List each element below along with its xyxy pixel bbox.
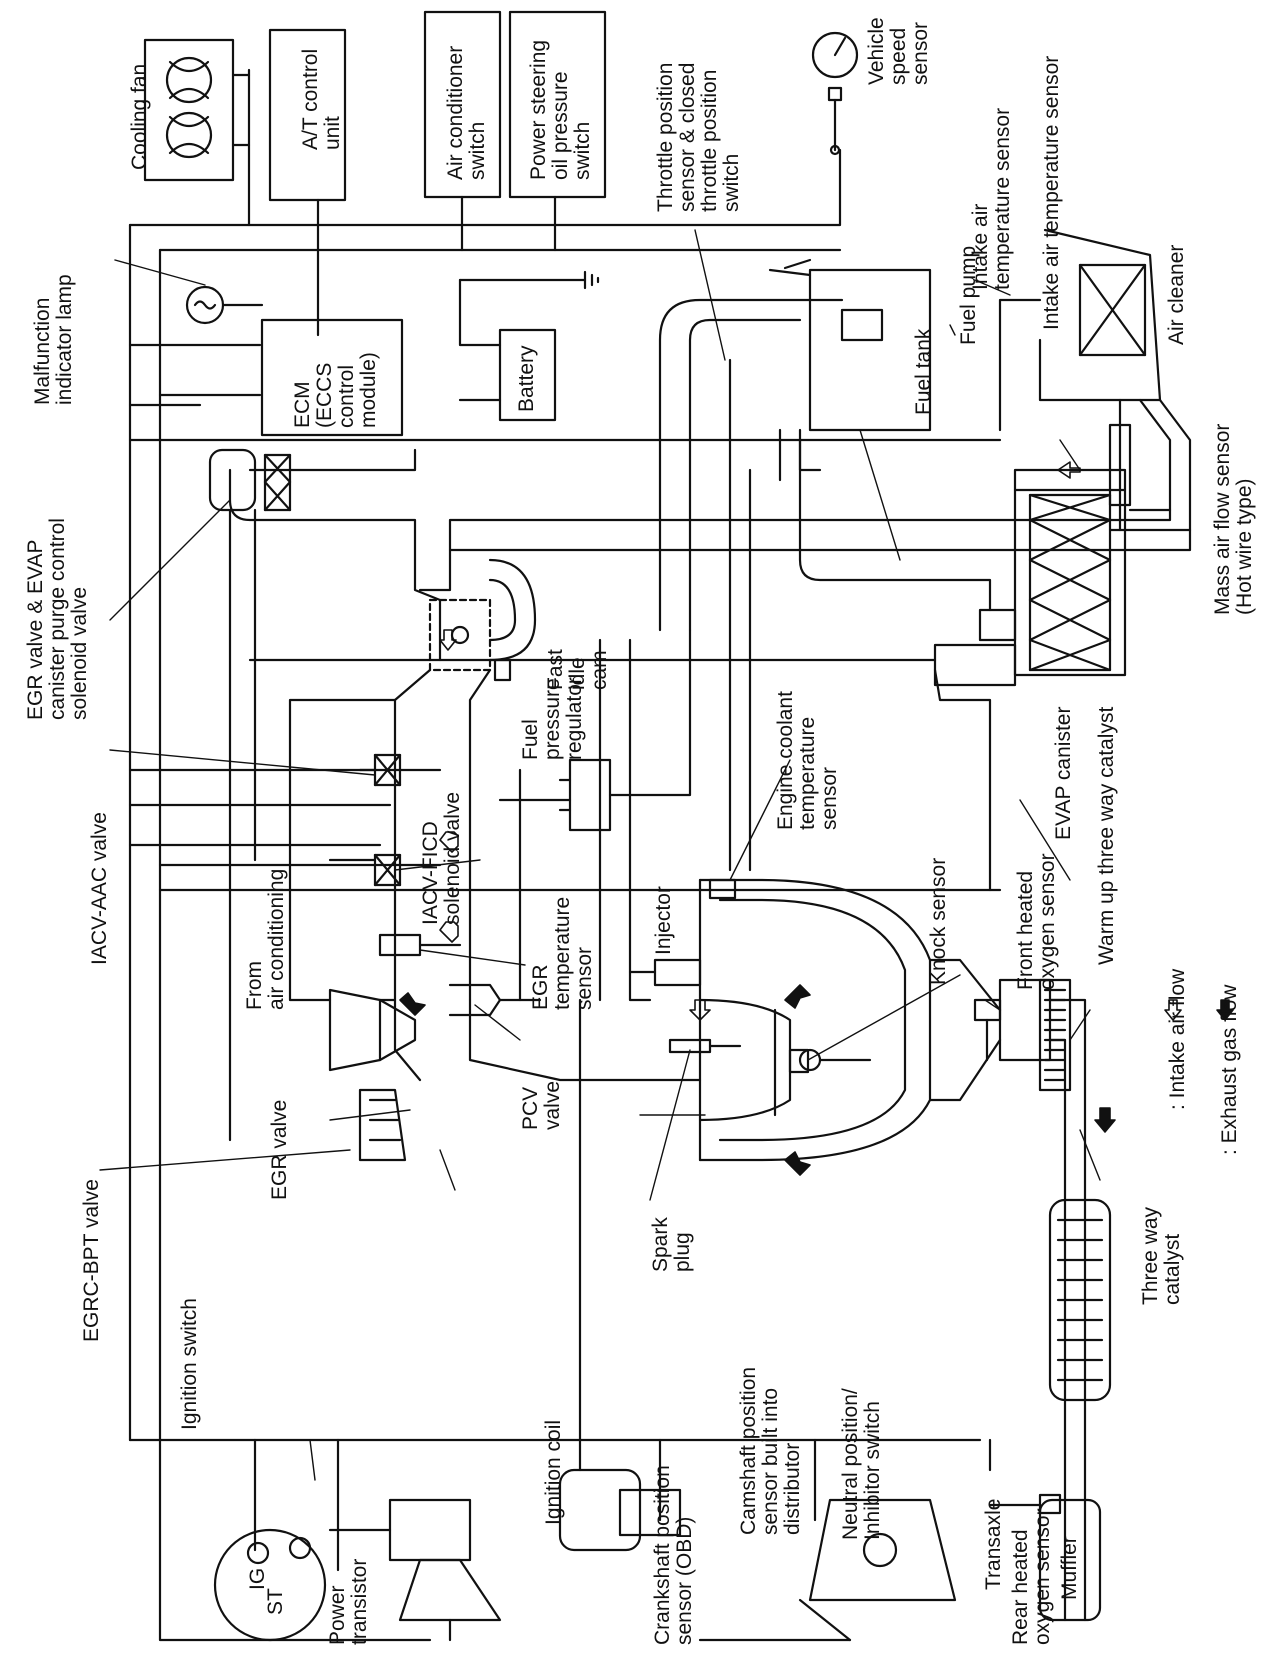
ignition-coil-component <box>398 1558 502 1642</box>
egr-valve <box>328 988 417 1072</box>
air-cleaner-component <box>998 228 1162 432</box>
label-legend-intake: : Intake air flow <box>1166 968 1189 1110</box>
label-egr-valve: EGR valve <box>268 1099 291 1200</box>
label-legend-exhaust: : Exhaust gas flow <box>1218 984 1241 1155</box>
intake-arrow <box>1057 461 1081 479</box>
exhaust-arrow <box>784 1151 811 1176</box>
exhaust-arrow <box>1094 1107 1116 1133</box>
fuel-lines <box>598 298 844 1002</box>
iacv-aac-valve <box>358 753 402 787</box>
engine-block <box>698 878 932 1162</box>
leader-lines <box>99 229 1101 1481</box>
malfunction-indicator-lamp <box>185 285 264 325</box>
egr-evap-solenoid-valve <box>208 448 292 1142</box>
legend-intake-arrow <box>1164 999 1182 1021</box>
label-injector: Injector <box>652 886 675 955</box>
intake-arrow <box>439 921 459 943</box>
intake-arrow <box>689 999 711 1021</box>
evap-canister-component <box>248 438 1127 892</box>
label-transaxle: Transaxle <box>982 1498 1005 1590</box>
ecm-box <box>260 318 404 437</box>
pcv-valve-body <box>448 983 542 1017</box>
label-ig: IG <box>246 1567 269 1590</box>
battery-component <box>458 270 600 422</box>
intake-manifold <box>378 668 702 1082</box>
label-maf-sensor: Mass air flow sensor(Hot wire type) <box>1211 423 1256 615</box>
label-evap-canister: EVAP canister <box>1052 706 1075 840</box>
front-oxygen-sensor <box>973 998 1002 1062</box>
intake-arrow <box>439 831 459 853</box>
legend-exhaust-arrow <box>1216 999 1234 1021</box>
label-battery: Battery <box>515 345 538 412</box>
label-air-cleaner: Air cleaner <box>1165 244 1188 345</box>
label-fuel-tank: Fuel tank <box>912 328 935 415</box>
exhaust-arrow <box>784 984 811 1009</box>
label-cooling-fan: Cooling fan <box>128 63 151 170</box>
exhaust-arrow <box>399 992 426 1016</box>
throttle-body <box>228 448 537 682</box>
three-way-catalyst-body <box>1048 1198 1112 1402</box>
intake-arrow <box>439 629 457 651</box>
engine-coolant-temp-sensor-body <box>708 878 737 900</box>
power-transistor-component <box>328 1498 472 1562</box>
rear-oxygen-sensor <box>988 1493 1062 1515</box>
muffler-body <box>1038 1498 1102 1622</box>
bypass-air-hose <box>288 698 397 1002</box>
label-warm-up-catalyst: Warm up three way catalyst <box>1095 706 1118 965</box>
intake-duct <box>418 398 1192 592</box>
at-control-unit-box <box>268 28 347 202</box>
fuel-pressure-regulator <box>498 628 692 1002</box>
transaxle-component <box>698 1498 957 1642</box>
distributor-component <box>558 1438 682 1552</box>
label-intake-air-temp-top: Intake air temperature sensor <box>1040 55 1063 330</box>
vehicle-speed-sensor-gauge <box>811 31 859 156</box>
label-knock-sensor: Knock sensor <box>927 857 950 985</box>
ignition-switch-component <box>213 1528 327 1642</box>
label-fuel-pump: Fuel pump <box>957 245 980 345</box>
spark-plug-body <box>668 1038 742 1054</box>
wiring-harness <box>128 68 1002 1642</box>
warm-up-catalyst-body <box>1038 978 1072 1092</box>
label-neutral-switch: Neutral position/Inhibitor switch <box>839 1388 884 1540</box>
iacv-ficd-valve <box>328 853 402 887</box>
injector-body <box>628 958 702 987</box>
label-muffler: Muffler <box>1058 1536 1081 1600</box>
label-iacv-aac-valve: IACV-AAC valve <box>88 812 111 965</box>
flow-arrows <box>399 461 1234 1176</box>
label-egrc-bpt-valve: EGRC-BPT valve <box>80 1179 103 1342</box>
label-st: ST <box>264 1588 287 1615</box>
egr-temperature-sensor-body <box>378 933 462 957</box>
egrc-bpt-valve <box>358 1088 407 1162</box>
fuel-tank-component <box>768 258 932 482</box>
label-ignition-coil: Ignition coil <box>542 1419 565 1525</box>
knock-sensor-body <box>788 1048 810 1074</box>
power-steering-switch-box <box>508 10 607 199</box>
cooling-fan-component <box>143 38 235 182</box>
label-ignition-switch: Ignition switch <box>178 1298 201 1430</box>
